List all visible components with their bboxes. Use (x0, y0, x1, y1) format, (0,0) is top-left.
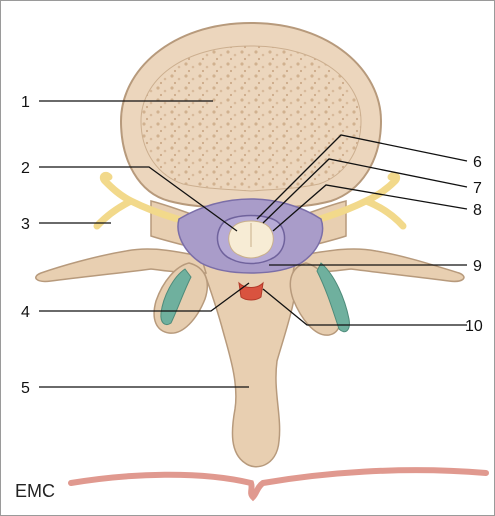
label-10: 10 (465, 318, 483, 335)
label-5: 5 (21, 380, 30, 397)
label-8: 8 (473, 202, 482, 219)
label-9: 9 (473, 258, 482, 275)
label-1: 1 (21, 94, 30, 111)
skin-line (71, 470, 486, 497)
label-7: 7 (473, 180, 482, 197)
label-6: 6 (473, 154, 482, 171)
emc-logo: EMC (15, 481, 55, 501)
vertebral-body-cancellous (141, 46, 361, 191)
label-4: 4 (21, 304, 30, 321)
label-3: 3 (21, 216, 30, 233)
label-2: 2 (21, 160, 30, 177)
